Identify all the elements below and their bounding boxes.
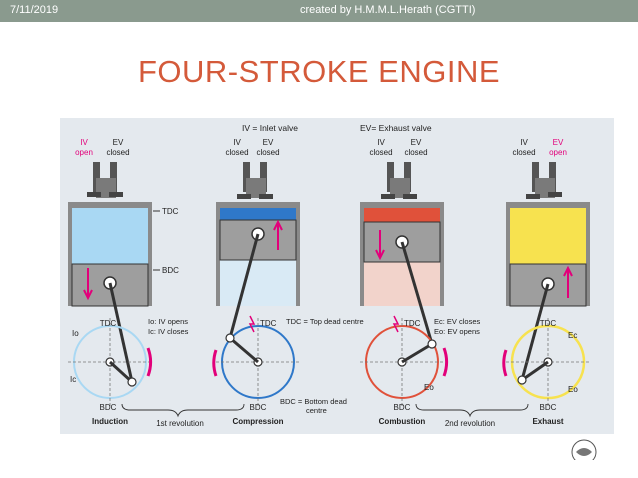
crank-tdc-label: TDC (100, 319, 117, 328)
crank-arm (401, 342, 433, 364)
crank-tdc-label: TDC (404, 319, 421, 328)
spark-icon (248, 315, 256, 333)
cylinder-head (216, 202, 300, 208)
connecting-rod (108, 282, 134, 383)
crank-bdc-label: BDC (394, 403, 411, 412)
gas-charge (364, 208, 440, 222)
rotation-arrow (212, 349, 218, 377)
slide-title: FOUR-STROKE ENGINE (137, 54, 501, 89)
ev-state-label: open (549, 148, 567, 157)
slide-date: 7/11/2019 (10, 4, 59, 16)
iv-label: IV (233, 138, 241, 147)
stroke-induction: IV open EV closed TDC BDC TDC BDC Io (68, 138, 179, 426)
cylinder-head (68, 202, 152, 208)
iv-state-label: open (75, 148, 93, 157)
valve-assembly (381, 162, 417, 199)
cylinder-wall-right (148, 208, 152, 306)
piston-up-arrow (563, 265, 573, 298)
slide-header-bar: 7/11/2019 created by H.M.M.L.Herath (CGT… (0, 0, 638, 22)
rotation-arrow (442, 347, 449, 377)
stroke-name: Exhaust (532, 417, 563, 426)
crank-arm (108, 360, 134, 384)
legend-ec-closes: Ec: EV closes (434, 317, 481, 326)
cylinder-wall-left (68, 208, 72, 306)
cylinder-wall-left (360, 208, 364, 306)
valve-assembly (87, 162, 123, 198)
valve-assembly (526, 162, 562, 199)
first-revolution-label: 1st revolution (156, 419, 204, 428)
ev-state-label: closed (106, 148, 129, 157)
cylinder-wall-left (216, 208, 220, 306)
cylinder-head (506, 202, 590, 208)
legend-exhaust-valve: EV= Exhaust valve (360, 123, 432, 133)
rotation-arrow (146, 347, 153, 377)
stroke-compression: IV closed EV closed TDC BDC Compression (212, 138, 300, 426)
iv-state-label: closed (369, 148, 392, 157)
crank-bdc-label: BDC (250, 403, 267, 412)
cylinder-wall-right (440, 208, 444, 306)
connecting-rod (400, 241, 434, 345)
europa-lehrmittel-logo (571, 439, 597, 460)
crank-bdc-label: BDC (100, 403, 117, 412)
iv-label: IV (520, 138, 528, 147)
iv-label: IV (80, 138, 88, 147)
first-revolution-bracket (121, 403, 245, 418)
legend-inlet-valve: IV = Inlet valve (242, 123, 298, 133)
diagram-footer-strip (60, 434, 614, 460)
stroke-name: Combustion (379, 417, 426, 426)
piston-down-arrow (375, 230, 385, 261)
piston-down-arrow (83, 268, 93, 301)
legend-bdc-line1: BDC = Bottom dead (280, 397, 347, 406)
ev-state-label: closed (404, 148, 427, 157)
legend-ic-closes: Ic: IV closes (148, 327, 189, 336)
legend-io-opens: Io: IV opens (148, 317, 188, 326)
iv-state-label: closed (225, 148, 248, 157)
crank-arm (229, 336, 259, 364)
second-revolution-bracket (415, 403, 529, 418)
cylinder-wall-right (586, 208, 590, 306)
tdc-marker: TDC (162, 207, 179, 216)
iv-state-label: closed (512, 148, 535, 157)
iv-label: IV (377, 138, 385, 147)
crank-arm (521, 360, 549, 382)
connecting-rod (520, 283, 550, 381)
bdc-marker: BDC (162, 266, 179, 275)
legend-eo-opens: Eo: EV opens (434, 327, 480, 336)
valve-assembly (237, 162, 273, 199)
ev-state-label: closed (256, 148, 279, 157)
cylinder-head (360, 202, 444, 208)
cylinder-wall-left (506, 208, 510, 306)
slide-credit: created by H.M.M.L.Herath (CGTTI) (300, 4, 476, 16)
gas-charge (510, 208, 586, 264)
eo-label: Eo (568, 385, 578, 394)
legend-tdc: TDC = Top dead centre (286, 317, 364, 326)
stroke-exhaust: IV closed EV open TDC BDC Ec Eo Exhaust (502, 138, 590, 426)
stroke-name: Induction (92, 417, 128, 426)
second-revolution-label: 2nd revolution (445, 419, 495, 428)
ev-label: EV (553, 138, 564, 147)
io-label: Io (72, 329, 79, 338)
gas-charge (220, 208, 296, 220)
ic-label: Ic (70, 375, 76, 384)
cylinder-wall-right (296, 208, 300, 306)
four-stroke-diagram: IV = Inlet valve EV= Exhaust valve IV op… (60, 118, 614, 460)
four-stroke-diagram-svg: IV = Inlet valve EV= Exhaust valve IV op… (60, 118, 614, 460)
gas-charge (72, 208, 148, 264)
piston-up-arrow (273, 219, 283, 250)
crank-bdc-label: BDC (540, 403, 557, 412)
rotation-arrow (502, 349, 508, 377)
crank-tdc-label: TDC (540, 319, 557, 328)
eo-label: Eo (424, 383, 434, 392)
legend-bdc-line2: centre (306, 406, 327, 415)
stroke-name: Compression (232, 417, 283, 426)
crank-tdc-label: TDC (260, 319, 277, 328)
ec-label: Ec (568, 331, 577, 340)
ev-label: EV (411, 138, 422, 147)
ev-label: EV (263, 138, 274, 147)
stroke-combustion: IV closed EV closed TDC BDC Eo Combustio… (360, 138, 449, 426)
connecting-rod (228, 233, 260, 339)
spark-icon (392, 315, 400, 333)
ev-label: EV (113, 138, 124, 147)
